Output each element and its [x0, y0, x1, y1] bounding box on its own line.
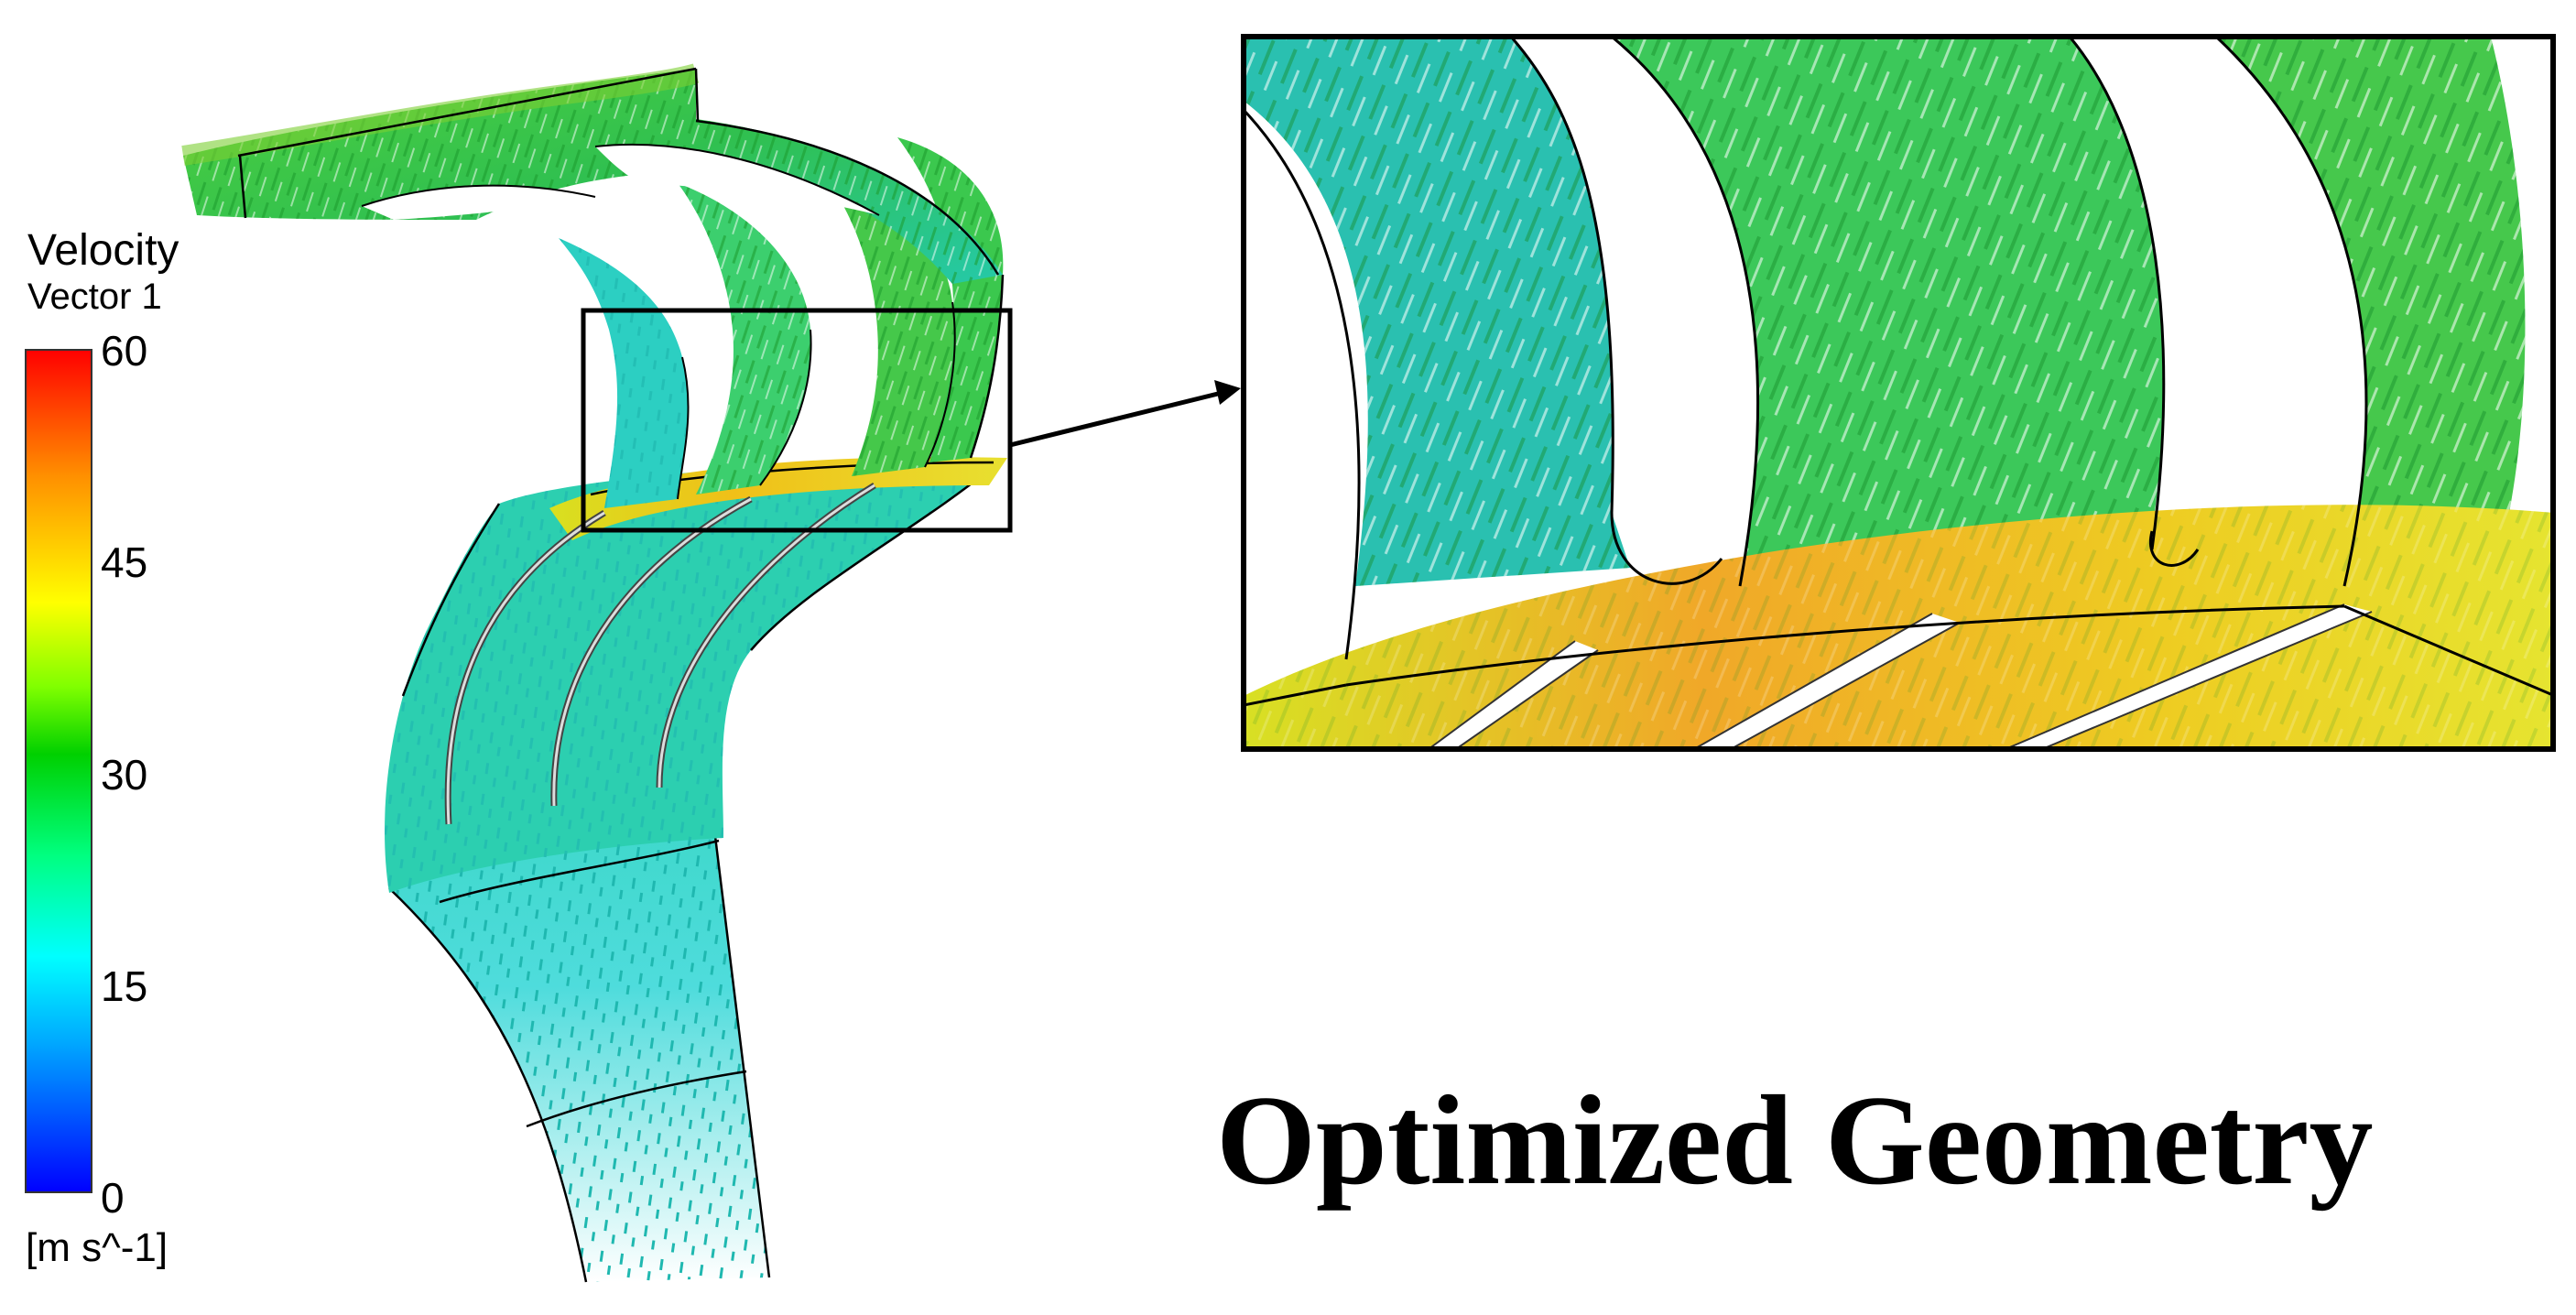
- zoom-arrow-head: [1214, 380, 1241, 405]
- legend-tick-30: 30: [101, 751, 148, 799]
- figure-heading: Optimized Geometry: [1216, 1070, 2374, 1212]
- inset-slot-2: [1694, 614, 1960, 749]
- legend-tick-15: 15: [101, 962, 148, 1010]
- zoom-selection-box: [581, 308, 1013, 533]
- inset-slot-3: [2005, 604, 2372, 749]
- legend-tick-60: 60: [101, 327, 148, 375]
- legend-subtitle: Vector 1: [27, 277, 162, 317]
- inlet-gap-2: [595, 144, 879, 215]
- inlet-gap-1: [362, 185, 595, 220]
- zoom-inset: [1241, 34, 2556, 752]
- main-geometry: [181, 63, 1007, 1283]
- legend-color-bar: [25, 349, 92, 1193]
- legend-tick-45: 45: [101, 538, 148, 586]
- inset-slot-1: [1429, 641, 1598, 749]
- legend-title: Velocity: [27, 226, 179, 275]
- legend-unit: [m s^-1]: [26, 1225, 168, 1270]
- zoom-arrow-line: [1009, 389, 1226, 448]
- inset-frame: [1241, 34, 2556, 752]
- legend-tick-0: 0: [101, 1174, 125, 1222]
